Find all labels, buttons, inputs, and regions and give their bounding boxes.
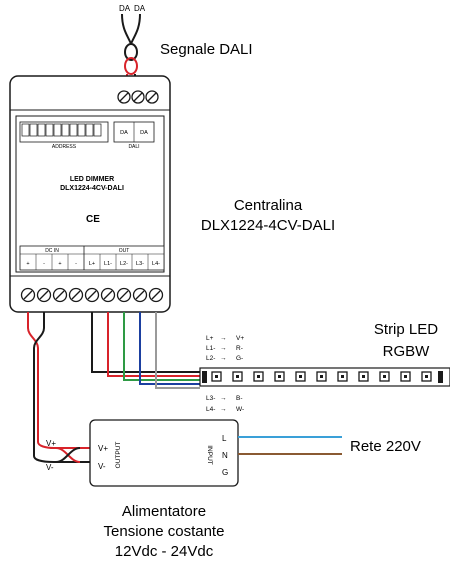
wire-vminus-label: V- xyxy=(46,463,54,472)
psu-out-vminus: V- xyxy=(98,462,106,471)
mains-wires xyxy=(238,436,342,455)
dali-input-2: DA xyxy=(134,4,146,13)
map-arrow-1: → xyxy=(220,335,227,342)
panel-dali-da-2: DA xyxy=(140,130,148,136)
terminal-label-8: L3- xyxy=(136,261,144,267)
dali-input-1: DA xyxy=(119,4,131,13)
map-from-l1: L1- xyxy=(206,345,215,352)
controller-module: ADDRESS DA DA DALI LED DIMMER DLX1224-4C… xyxy=(9,75,171,313)
output-wires xyxy=(91,312,200,389)
panel-dali-da-1: DA xyxy=(120,130,128,136)
psu-in-g: G xyxy=(222,468,228,477)
dali-screw-terminals xyxy=(117,90,159,104)
psu-out-vplus: V+ xyxy=(98,444,108,453)
map-arrow-5: → xyxy=(220,406,227,413)
psu-output-label: OUTPUT xyxy=(115,442,122,469)
terminal-label-2: - xyxy=(43,261,45,267)
power-output-screw-terminals xyxy=(20,287,164,303)
led-strip xyxy=(199,367,450,387)
dcin-label: DC IN xyxy=(45,248,59,254)
terminal-label-5: L+ xyxy=(89,261,95,267)
psu-caption-line3: 12Vdc - 24Vdc xyxy=(115,543,214,560)
dc-power-wires xyxy=(27,312,95,463)
map-to-vplus: V+ xyxy=(236,335,244,342)
map-arrow-4: → xyxy=(220,395,227,402)
psu-caption-line2: Tensione costante xyxy=(104,523,225,540)
map-arrow-3: → xyxy=(220,355,227,362)
map-from-l3: L3- xyxy=(206,395,215,402)
panel-dali-label: DALI xyxy=(128,144,139,150)
product-model: DLX1224-4CV-DALI xyxy=(60,185,124,192)
segnale-dali-label: Segnale DALI xyxy=(160,41,253,58)
strip-caption-line2: RGBW xyxy=(383,343,431,360)
map-from-l4: L4- xyxy=(206,406,215,413)
output-terminal-strip xyxy=(19,245,165,271)
product-name: LED DIMMER xyxy=(70,176,114,183)
map-to-g: G- xyxy=(236,355,243,362)
ce-mark: CE xyxy=(86,214,100,225)
rete-label: Rete 220V xyxy=(350,438,421,455)
terminal-label-3: + xyxy=(58,261,61,267)
psu-in-n: N xyxy=(222,451,228,460)
terminal-label-6: L1- xyxy=(104,261,112,267)
map-arrow-2: → xyxy=(220,345,227,352)
psu-in-l: L xyxy=(222,434,227,443)
terminal-label-9: L4- xyxy=(152,261,160,267)
address-dip-switches xyxy=(19,121,109,143)
map-to-w: W- xyxy=(236,406,244,413)
map-from-l2: L2- xyxy=(206,355,215,362)
strip-map-bottom: L3- → B- L4- → W- xyxy=(206,395,244,413)
wire-vplus-label: V+ xyxy=(46,439,56,448)
map-to-r: R- xyxy=(236,345,243,352)
map-from-lplus: L+ xyxy=(206,335,214,342)
psu-input-label: INPUT xyxy=(206,445,213,465)
strip-caption-line1: Strip LED xyxy=(374,321,438,338)
psu-caption-line1: Alimentatore xyxy=(122,503,206,520)
power-supply xyxy=(89,419,239,487)
address-label: ADDRESS xyxy=(52,144,77,150)
out-label: OUT xyxy=(119,248,130,254)
strip-map-top: L+ → V+ L1- → R- L2- → G- xyxy=(206,335,244,362)
controller-caption-line2: DLX1224-4CV-DALI xyxy=(201,217,335,234)
terminal-label-1: + xyxy=(26,261,29,267)
terminal-label-4: - xyxy=(75,261,77,267)
map-to-b: B- xyxy=(236,395,243,402)
controller-caption-line1: Centralina xyxy=(234,197,303,214)
terminal-label-7: L2- xyxy=(120,261,128,267)
